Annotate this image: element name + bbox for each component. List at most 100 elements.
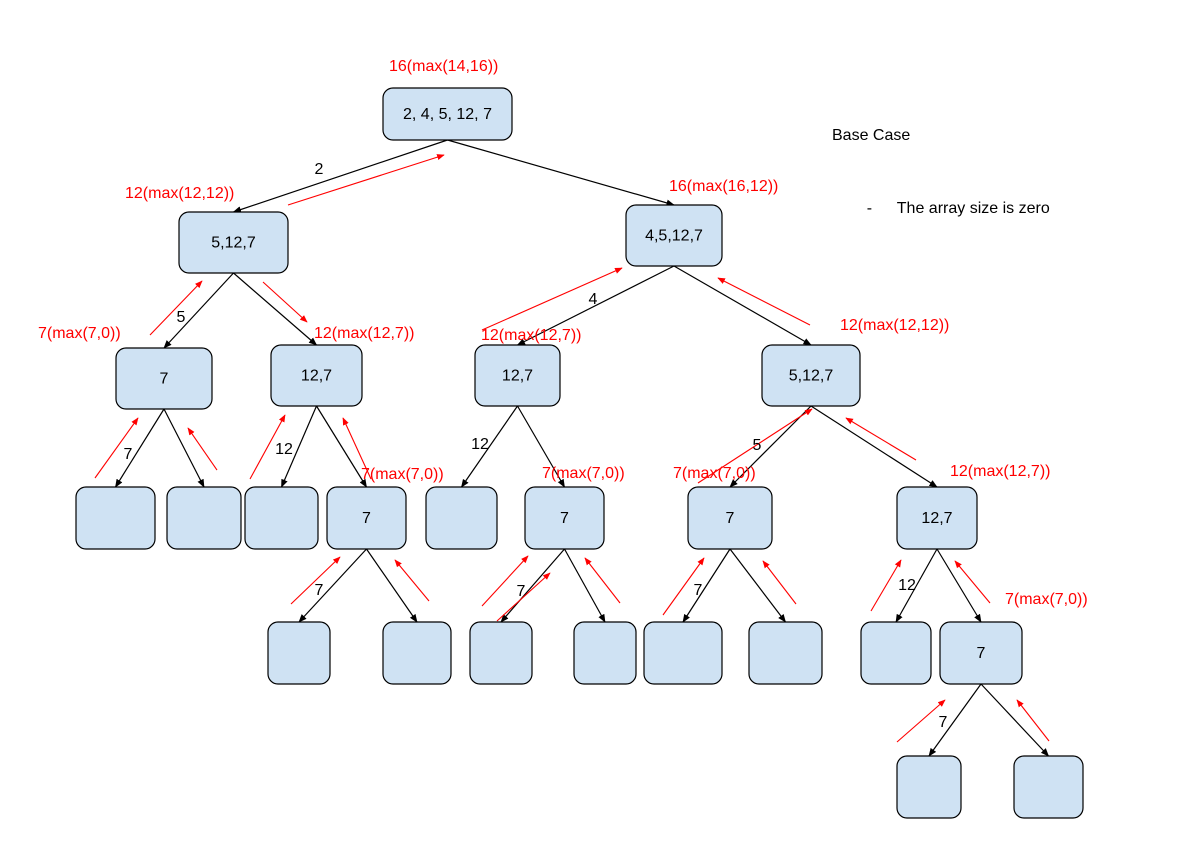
empty-node-e3 [244, 486, 319, 550]
edge-label-n3-e1: 7 [124, 446, 133, 463]
tree-node-n4: 12,7 [270, 344, 363, 407]
return-label-r-n5: 12(max(12,7)) [481, 327, 581, 344]
bullet-marker: - [866, 200, 873, 217]
tree-edge-n5-n8 [516, 405, 566, 488]
tree-edge-n10-n11 [936, 548, 982, 623]
tree-edge-n2-n5 [516, 265, 675, 346]
tree-edge-n1-n4 [233, 272, 318, 346]
node-label-n1: 5,12,7 [211, 235, 256, 252]
node-label-n6: 5,12,7 [789, 368, 834, 385]
node-label-n4: 12,7 [301, 368, 332, 385]
tree-edge-n11-e12 [928, 683, 982, 757]
edge-label-n1-n3: 5 [177, 309, 186, 326]
return-arrow-19 [870, 559, 902, 612]
tree-edge-n1-n3 [163, 272, 234, 349]
return-label-r-n4: 12(max(12,7)) [314, 325, 414, 342]
base-case-title: Base Case [832, 127, 911, 144]
tree-edge-n6-n9 [729, 405, 812, 488]
node-label-root: 2, 4, 5, 12, 7 [403, 106, 492, 123]
tree-node-n10: 12,7 [896, 486, 978, 550]
edge-label-n5-e4: 12 [471, 436, 489, 453]
tree-node-n8: 7 [524, 486, 605, 550]
empty-node-e12 [896, 755, 962, 819]
return-arrow-10 [697, 408, 813, 484]
node-label-n7: 7 [362, 510, 371, 527]
return-arrow-17 [662, 557, 705, 616]
edges-layer [114, 139, 1050, 757]
node-label-n5: 12,7 [502, 368, 533, 385]
tree-edge-n4-e3 [280, 405, 318, 488]
return-arrow-12 [290, 556, 341, 605]
base-case-note: Base Case - The array size is zero [832, 91, 1050, 254]
base-case-bullet-text: The array size is zero [896, 200, 1050, 217]
node-box-e6 [382, 621, 452, 685]
empty-node-e1 [75, 486, 156, 550]
return-arrow-4 [481, 267, 623, 331]
tree-edge-root-n1 [232, 139, 448, 213]
return-arrow-7 [187, 427, 218, 471]
return-arrow-9 [342, 417, 372, 480]
return-label-r-n3: 7(max(7,0)) [38, 325, 121, 342]
node-box-n1 [178, 211, 289, 274]
return-arrow-6 [94, 417, 139, 479]
tree-node-n5: 12,7 [474, 344, 561, 407]
empty-node-e13 [1013, 755, 1084, 819]
edge-label-n11-e12: 7 [939, 714, 948, 731]
return-label-r-n6: 12(max(12,12)) [840, 317, 949, 334]
tree-edge-n2-n6 [673, 265, 812, 346]
node-label-n8: 7 [560, 510, 569, 527]
node-label-n2: 4,5,12,7 [645, 228, 703, 245]
return-arrow-15 [496, 572, 551, 622]
return-label-r-n7: 7(max(7,0)) [361, 466, 444, 483]
node-label-n3: 7 [160, 371, 169, 388]
return-arrow-14 [481, 555, 529, 607]
return-arrow-3 [262, 281, 308, 323]
tree-edge-n11-e13 [980, 683, 1050, 757]
empty-node-e8 [573, 621, 637, 685]
node-box-n11 [939, 621, 1023, 685]
node-box-e1 [75, 486, 156, 550]
empty-node-e2 [166, 486, 242, 550]
node-box-n3 [115, 347, 213, 410]
tree-node-n9: 7 [687, 486, 773, 550]
tree-node-n1: 5,12,7 [178, 211, 289, 274]
node-box-n7 [326, 486, 407, 550]
return-label-r-n9: 7(max(7,0)) [673, 465, 756, 482]
node-box-n8 [524, 486, 605, 550]
return-arrow-18 [762, 560, 797, 605]
tree-node-n6: 5,12,7 [761, 344, 861, 407]
return-arrow-5 [717, 277, 811, 326]
edge-label-n8-e7: 7 [517, 583, 526, 600]
node-box-n2 [625, 204, 723, 267]
return-label-r-n2: 16(max(16,12)) [669, 178, 778, 195]
tree-edge-n4-n7 [315, 405, 368, 488]
tree-node-n3: 7 [115, 347, 213, 410]
node-box-n10 [896, 486, 978, 550]
node-box-e5 [267, 621, 331, 685]
node-box-e12 [896, 755, 962, 819]
node-box-e7 [469, 621, 533, 685]
return-arrow-21 [896, 699, 946, 743]
tree-edge-n10-e11 [895, 548, 938, 623]
tree-edge-n5-e4 [461, 405, 518, 488]
tree-node-n2: 4,5,12,7 [625, 204, 723, 267]
node-box-n6 [761, 344, 861, 407]
empty-node-e11 [860, 621, 932, 685]
return-arrow-22 [1016, 699, 1050, 742]
return-label-r-n1: 12(max(12,12)) [125, 185, 234, 202]
tree-edge-n9-e9 [682, 548, 731, 623]
tree-node-n11: 7 [939, 621, 1023, 685]
return-arrow-20 [954, 560, 991, 604]
node-box-e8 [573, 621, 637, 685]
node-box-n4 [270, 344, 363, 407]
edge-label-n9-e9: 7 [694, 582, 703, 599]
return-label-r-n8: 7(max(7,0)) [542, 465, 625, 482]
tree-node-n7: 7 [326, 486, 407, 550]
node-label-n11: 7 [977, 645, 986, 662]
node-box-e11 [860, 621, 932, 685]
tree-edge-n8-e8 [563, 548, 606, 623]
node-box-root [382, 87, 513, 141]
return-arrow-1 [287, 154, 445, 206]
base-case-bullet: - The array size is zero [832, 182, 1050, 236]
